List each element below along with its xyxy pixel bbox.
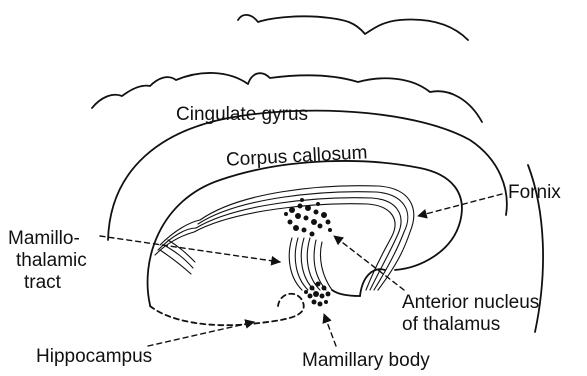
- cingulate-gyrus-label: Cingulate gyrus: [176, 104, 308, 126]
- mamillothalamic-tract: [289, 238, 332, 290]
- anterior-nucleus-line-1: Anterior nucleus: [402, 292, 539, 314]
- mamillothalamic-line-1: Mamillo-: [8, 228, 87, 250]
- hippocampus-label: Hippocampus: [36, 346, 152, 368]
- upper-gyrus-outline: [238, 15, 468, 40]
- mamillothalamic-tract-label: Mamillo- thalamic tract: [8, 228, 87, 294]
- mamillary-body-label: Mamillary body: [302, 350, 430, 372]
- corpus-callosum-outer: [108, 111, 507, 240]
- corpus-callosum-inner: [148, 161, 462, 305]
- mamillary-body-arrow: [324, 314, 336, 346]
- fornix-label: Fornix: [508, 182, 561, 204]
- hippocampus-outline: [150, 294, 304, 325]
- brainstem-contour: [332, 290, 360, 296]
- anterior-nucleus-line-2: of thalamus: [402, 314, 539, 336]
- mamillothalamic-line-2: thalamic: [8, 250, 87, 272]
- mamillothalamic-arrow: [100, 236, 280, 262]
- fornix-bundle: [155, 186, 414, 290]
- mamillothalamic-line-3: tract: [8, 272, 87, 294]
- mamillary-body-stipple: [304, 282, 331, 307]
- hippocampus-arrow: [148, 322, 254, 346]
- anterior-nucleus-label: Anterior nucleus of thalamus: [402, 292, 539, 336]
